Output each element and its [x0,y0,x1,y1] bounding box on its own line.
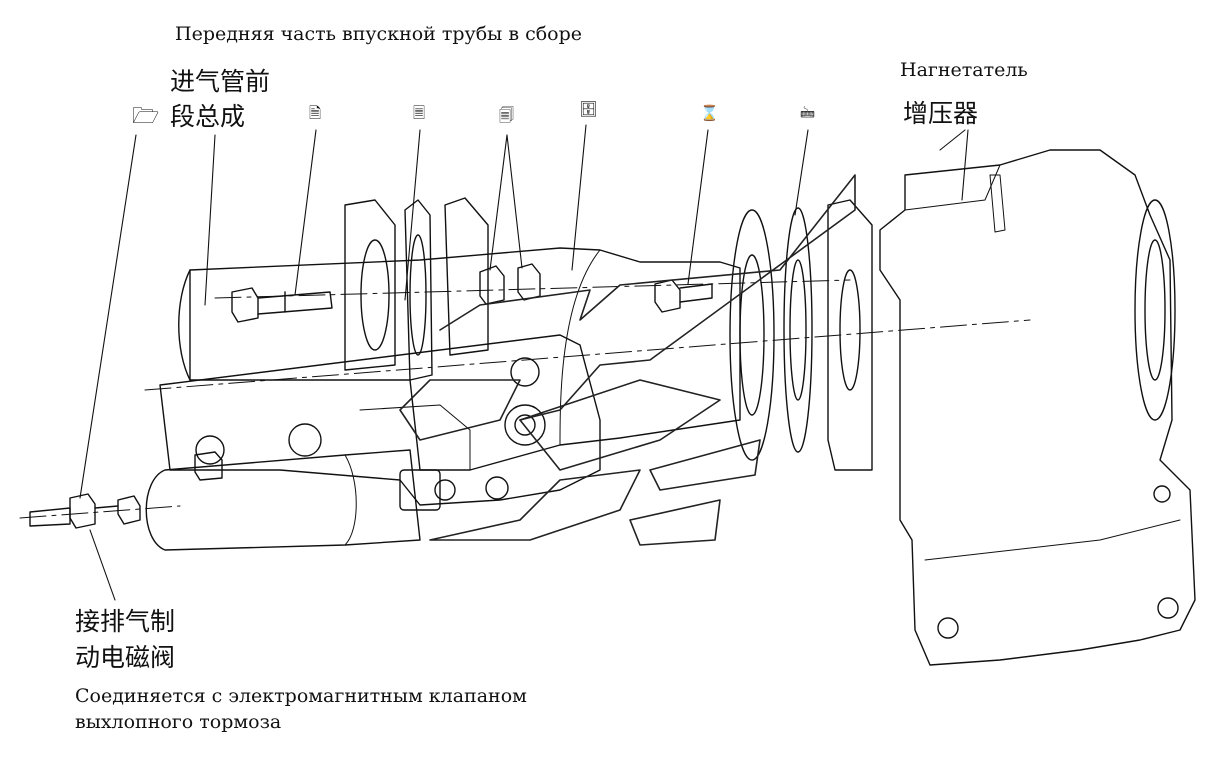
nuts [479,263,541,305]
exhaust-brake-fitting [29,493,141,529]
supercharger-housing [879,149,1196,666]
intake-front-label-cn-line2: 段总成 [170,102,246,131]
document-icon: 🗎 [309,104,322,122]
folder-icon: 🗁 [132,104,160,129]
intake-front-label-ru: Передняя часть впускной трубы в сборе [175,23,582,45]
watermark-logo [399,174,856,546]
cabinet-icon: 🗄 [579,100,599,118]
flange-plates-right [729,199,873,471]
leader-lines [79,124,969,601]
supercharger-label-cn: 增压器 [903,99,979,128]
exhaust-brake-label-ru-line2: выхлопного тормоза [75,711,282,733]
supercharger-label-ru: Нагнетатель [900,59,1028,81]
page-icon: 🗏 [413,104,426,122]
intake-front-label-cn-line1: 进气管前 [170,67,271,96]
hourglass-icon: ⌛ [700,104,719,122]
center-axis-lines [19,279,1031,519]
exhaust-brake-label-cn-line2: 动电磁阀 [75,643,176,672]
keyboard-icon: 🖮 [800,104,816,122]
pages-icon: 🗐 [499,106,514,124]
exhaust-brake-bracket [159,334,601,506]
exhaust-brake-label-cn-line1: 接排气制 [75,607,176,636]
solenoid-valve [145,449,441,551]
bolt-left [231,287,333,323]
intake-pipe-body [178,247,741,471]
exhaust-brake-label-ru-line1: Соединяется с электромагнитным клапаном [75,685,527,707]
flange-plates-left [344,197,489,381]
